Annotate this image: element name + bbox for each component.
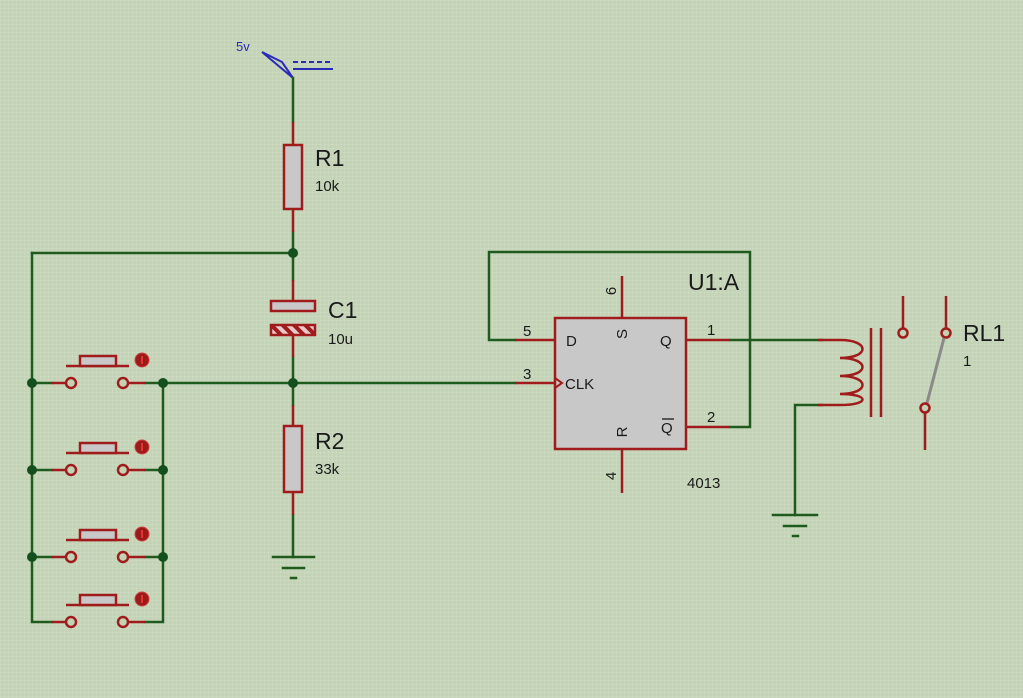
button-cap: [78, 593, 118, 607]
junction-dot: [158, 378, 168, 388]
junctions: [27, 248, 298, 562]
resistor-r2[interactable]: R2 33k: [282, 405, 344, 515]
relay-coil-icon: [818, 338, 864, 407]
button-contact-right: [116, 463, 130, 477]
relay-ref: RL1: [963, 320, 1005, 346]
ic-part-number: 4013: [687, 475, 720, 492]
relay-switch-arm: [925, 337, 946, 404]
pin-clk-number: 3: [523, 366, 531, 383]
c1-value: 10u: [328, 331, 353, 348]
power-terminal-5v[interactable]: 5v: [236, 39, 333, 79]
pin-qbar-name: Q: [661, 420, 673, 437]
c1-plate-positive: [269, 299, 317, 313]
button-contact-right: [116, 550, 130, 564]
power-arrow-icon: [261, 51, 294, 79]
pin-s-number: 6: [603, 287, 620, 295]
junction-dot: [158, 465, 168, 475]
pin-r-name: R: [614, 426, 631, 437]
ground-symbol-r2: [271, 555, 316, 580]
ground-symbol-relay: [771, 513, 819, 538]
button-contact-right: [116, 615, 130, 629]
button-contact-left: [64, 376, 78, 390]
push-buttons: [52, 352, 150, 629]
button-contact-left: [64, 615, 78, 629]
relay-nc-contact: [897, 327, 909, 339]
wires: [30, 76, 824, 624]
button-cap: [78, 528, 118, 542]
power-label: 5v: [236, 39, 250, 54]
relay-common-contact: [919, 402, 931, 414]
button-cap: [78, 354, 118, 368]
pin-q-number: 1: [707, 322, 715, 339]
wire-qbar-feedback[interactable]: [728, 338, 752, 429]
r2-ref: R2: [315, 428, 344, 454]
junction-dot: [27, 465, 37, 475]
push-button[interactable]: [52, 439, 150, 477]
pin-d-number: 5: [523, 323, 531, 340]
r1-ref: R1: [315, 145, 344, 171]
button-contact-right: [116, 376, 130, 390]
junction-dot: [27, 378, 37, 388]
junction-dot: [288, 378, 298, 388]
wire-relay-gnd[interactable]: [793, 403, 824, 517]
wire-d-feedback[interactable]: [487, 250, 752, 342]
ic-u1a-4013[interactable]: D CLK Q Q S R 5 3 6 4 1 2 U1:A 4013: [515, 269, 740, 493]
push-button[interactable]: [52, 352, 150, 390]
resistor-r1[interactable]: R1 10k: [282, 122, 344, 232]
r2-value: 33k: [315, 461, 340, 478]
c1-plate-negative: [269, 323, 317, 337]
relay-no-contact: [940, 327, 952, 339]
pin-s-name: S: [614, 329, 631, 339]
relay-value: 1: [963, 353, 971, 370]
pin-d-name: D: [566, 333, 577, 350]
r2-body: [282, 424, 304, 494]
ic-body: [553, 316, 688, 451]
clock-edge-icon: [554, 377, 564, 389]
push-button[interactable]: [52, 526, 150, 564]
pin-clk-name: CLK: [565, 376, 594, 393]
ic-ref: U1:A: [688, 269, 740, 295]
capacitor-c1[interactable]: C1 10u: [269, 280, 357, 357]
c1-ref: C1: [328, 297, 357, 323]
relay-rl1[interactable]: RL1 1: [818, 296, 1005, 450]
pin-qbar-number: 2: [707, 409, 715, 426]
pin-q-name: Q: [660, 333, 672, 350]
junction-dot: [27, 552, 37, 562]
r1-body: [282, 143, 304, 211]
button-contact-left: [64, 550, 78, 564]
junction-dot: [288, 248, 298, 258]
junction-dot: [158, 552, 168, 562]
button-contact-left: [64, 463, 78, 477]
push-button[interactable]: [52, 591, 150, 629]
button-cap: [78, 441, 118, 455]
wire-left-rail[interactable]: [30, 251, 54, 624]
wire-right-rail[interactable]: [143, 381, 165, 624]
pin-r-number: 4: [603, 472, 620, 480]
r1-value: 10k: [315, 178, 340, 195]
